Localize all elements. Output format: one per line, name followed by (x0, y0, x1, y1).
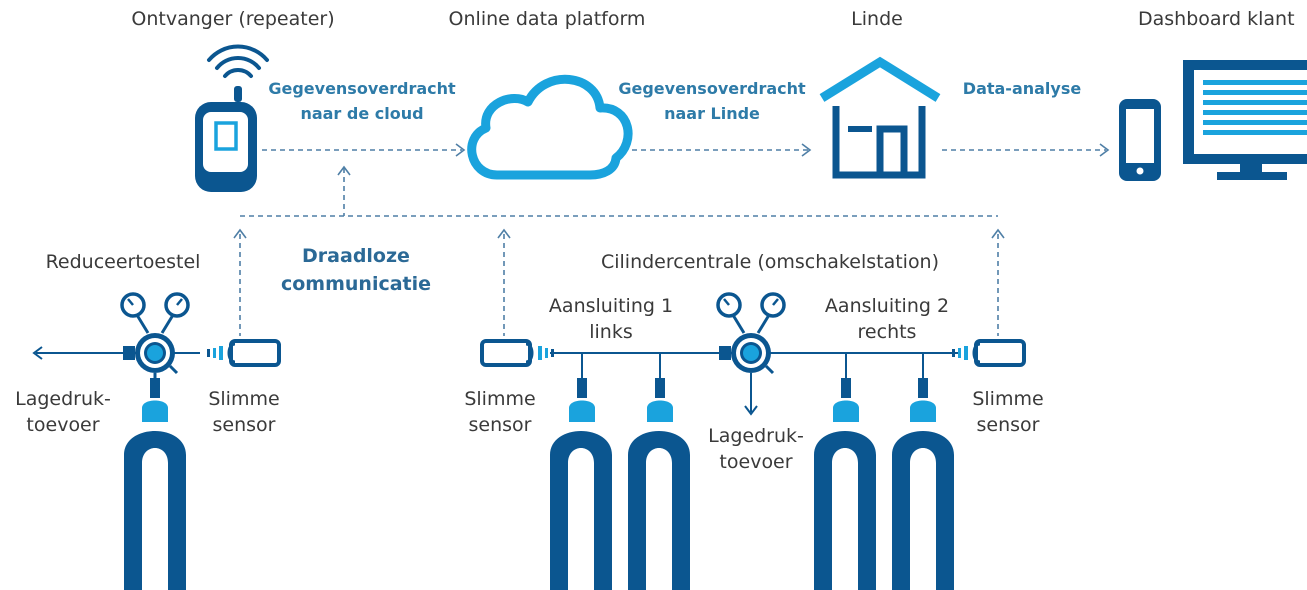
lowpressure-manifold-line1: Lagedruk- (708, 425, 804, 447)
repeater-icon (195, 86, 257, 192)
wifi-icon (207, 44, 269, 78)
lowpressure-manifold-line2: toevoer (719, 450, 793, 473)
connection-left-label: Aansluiting 1 links (549, 294, 673, 345)
sensor-regulator-line1: Slimme (208, 388, 280, 410)
sensor-manifold-left-line1: Slimme (464, 388, 536, 410)
lowpressure-left-line1: Lagedruk- (15, 388, 111, 410)
regulator-station-left (32, 292, 281, 590)
sensor-manifold-right-line2: sensor (976, 413, 1040, 436)
transfer-cloud-line1: Gegevensoverdracht (268, 79, 456, 98)
receiver-heading: Ontvanger (repeater) (131, 8, 335, 30)
connection-right-line1: Aansluiting 2 (824, 295, 950, 317)
lowpressure-manifold-label: Lagedruk- toevoer (708, 424, 804, 475)
sensor-manifold-right-line1: Slimme (972, 388, 1044, 410)
sensor-manifold-left-label: Slimme sensor (464, 387, 535, 438)
cloud-icon (467, 74, 633, 180)
transfer-cloud-label: Gegevensoverdracht naar de cloud (268, 77, 455, 127)
wireless-line2: communicatie (280, 272, 432, 295)
wireless-line1: Draadloze (302, 245, 410, 267)
lowpressure-left-label: Lagedruk- toevoer (15, 387, 111, 438)
smartphone-icon (1119, 99, 1161, 181)
house-icon (819, 56, 941, 179)
connection-right-line2: rechts (857, 320, 917, 343)
wireless-label: Draadloze communicatie (281, 243, 431, 298)
manifold-title: Cilindercentrale (omschakelstation) (600, 251, 940, 273)
transfer-cloud-line2: naar de cloud (300, 103, 424, 123)
monitor-icon (1183, 60, 1307, 180)
platform-heading: Online data platform (448, 8, 646, 30)
linde-heading: Linde (851, 8, 903, 30)
manifold-station (480, 292, 1026, 590)
transfer-linde-line1: Gegevensoverdracht (618, 79, 806, 98)
sensor-manifold-right-label: Slimme sensor (972, 387, 1043, 438)
sensor-regulator-line2: sensor (212, 413, 276, 436)
transfer-linde-line2: naar Linde (664, 103, 760, 123)
lowpressure-left-line2: toevoer (26, 413, 100, 436)
analysis-label: Data-analyse (962, 79, 1082, 98)
sensor-regulator-label: Slimme sensor (208, 387, 279, 438)
regulator-title: Reduceertoestel (45, 251, 201, 273)
connection-left-line2: links (589, 320, 633, 343)
sensor-manifold-left-line2: sensor (468, 413, 532, 436)
data-flow-lines (233, 143, 1110, 336)
transfer-linde-label: Gegevensoverdracht naar Linde (618, 77, 805, 127)
connection-right-label: Aansluiting 2 rechts (825, 294, 949, 345)
dashboard-heading: Dashboard klant (1138, 8, 1295, 30)
connection-left-line1: Aansluiting 1 (548, 295, 674, 317)
